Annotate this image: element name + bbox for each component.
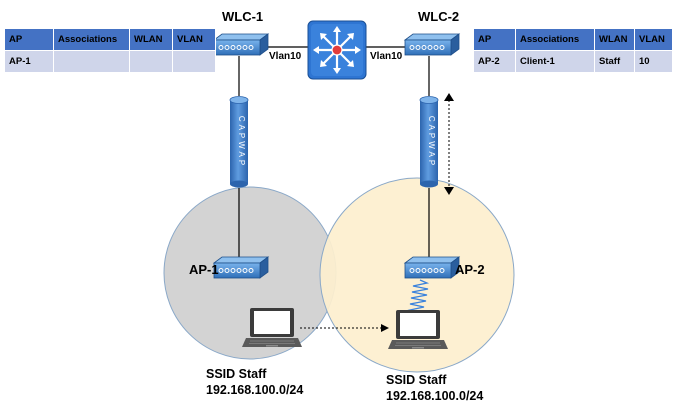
ap2-association-table: AP Associations WLAN VLAN AP-2 Client-1 … <box>473 28 673 73</box>
laptop-right-icon[interactable] <box>388 310 448 349</box>
cell-ap: AP-2 <box>473 50 516 73</box>
cell-wlan: Staff <box>594 50 635 73</box>
cell-vlan: 10 <box>634 50 673 73</box>
ap2-device[interactable] <box>403 256 461 279</box>
header-associations: Associations <box>515 28 595 51</box>
header-ap: AP <box>473 28 516 51</box>
ssid-right-subnet: 192.168.100.0/24 <box>386 389 484 403</box>
capwap-label-right: CAPWAP <box>427 116 436 168</box>
capwap-label-left: CAPWAP <box>237 116 246 168</box>
cell-vlan <box>172 50 216 73</box>
header-wlan: WLAN <box>129 28 173 51</box>
capwap-tunnel-left: CAPWAP <box>229 96 249 188</box>
ssid-left-block: SSID Staff 192.168.100.0/24 <box>206 366 303 398</box>
table-header-row: AP Associations WLAN VLAN <box>473 28 673 51</box>
tunnel-span-arrow <box>444 93 454 195</box>
cell-ap: AP-1 <box>4 50 54 73</box>
ap1-label: AP-1 <box>189 262 219 277</box>
wlc1-title: WLC-1 <box>222 9 264 24</box>
wlc1-device[interactable] <box>212 33 270 56</box>
header-vlan: VLAN <box>634 28 673 51</box>
wlc2-vlan-label: Vlan10 <box>370 51 403 62</box>
header-vlan: VLAN <box>172 28 216 51</box>
wlc1-vlan-label: Vlan10 <box>269 51 302 62</box>
ssid-right-block: SSID Staff 192.168.100.0/24 <box>386 372 483 404</box>
ap2-label: AP-2 <box>455 262 485 277</box>
ssid-left-name: SSID Staff <box>206 367 267 381</box>
cell-wlan <box>129 50 173 73</box>
cell-associations: Client-1 <box>515 50 595 73</box>
table-row: AP-2 Client-1 Staff 10 <box>473 50 673 73</box>
header-associations: Associations <box>53 28 130 51</box>
wlc2-device[interactable] <box>403 33 461 56</box>
table-header-row: AP Associations WLAN VLAN <box>4 28 216 51</box>
header-wlan: WLAN <box>594 28 635 51</box>
table-row: AP-1 <box>4 50 216 73</box>
ssid-left-subnet: 192.168.100.0/24 <box>206 383 304 397</box>
header-ap: AP <box>4 28 54 51</box>
capwap-tunnel-right: CAPWAP <box>419 96 439 188</box>
cell-associations <box>53 50 130 73</box>
ap1-association-table: AP Associations WLAN VLAN AP-1 <box>4 28 216 73</box>
wireless-link-icon <box>407 279 430 314</box>
wlc2-title: WLC-2 <box>418 9 460 24</box>
ap1-device[interactable] <box>212 256 270 279</box>
laptop-left-icon[interactable] <box>242 308 302 347</box>
ssid-right-name: SSID Staff <box>386 373 447 387</box>
core-switch-icon[interactable] <box>307 20 367 80</box>
